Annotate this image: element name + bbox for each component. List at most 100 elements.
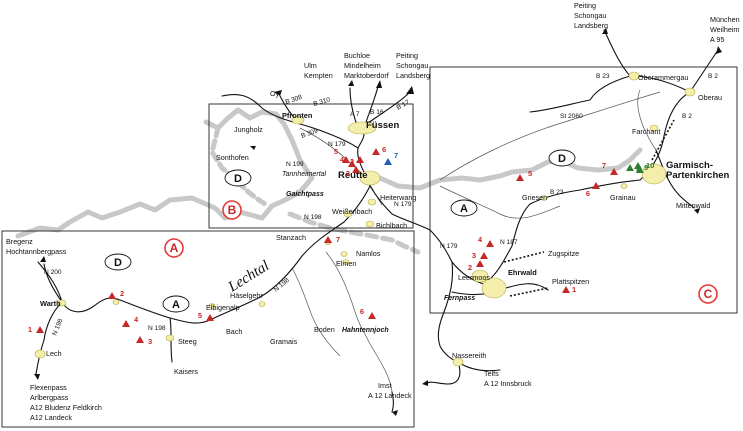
- road-n198-lechtal: N 198: [273, 277, 291, 294]
- town-oberau: Oberau: [698, 93, 722, 102]
- town-landeck: A 12 Landeck: [368, 391, 412, 400]
- town-elbigenalp: Elbigenalp: [206, 303, 240, 312]
- dest-flexenpass: Flexenpass: [30, 383, 67, 392]
- dest-landsberg-right: Landsberg: [574, 21, 608, 30]
- dest-bregenz: Bregenz: [6, 237, 33, 246]
- pass-hahntennjoch: Hahntennjoch: [342, 327, 389, 334]
- road-a7: A 7: [350, 111, 360, 118]
- peak-number-1: 1: [28, 325, 32, 334]
- town-imst: Imst: [378, 381, 392, 390]
- dest-mindelheim: Mindelheim: [344, 61, 381, 70]
- dest-telfs: Telfs: [484, 369, 499, 378]
- peak-triangle-4: [122, 320, 130, 327]
- country-a-east: A: [460, 203, 468, 215]
- peak-triangle-6: [372, 148, 380, 155]
- town-warth: Warth: [40, 299, 61, 308]
- dest-ulm: Ulm: [304, 61, 317, 70]
- region-boxes: [1, 66, 738, 428]
- peak-triangle-10: [636, 166, 644, 173]
- town-garmisch-2: Partenkirchen: [666, 170, 730, 181]
- road-n200: N 200: [44, 269, 62, 276]
- road-b16: B 16: [370, 109, 384, 116]
- town-fuessen: Füssen: [366, 120, 399, 131]
- peak-triangle-6: [368, 312, 376, 319]
- dest-a12-innsbruck: A 12 Innsbruck: [484, 379, 532, 388]
- road-n179-b: N 179: [394, 201, 412, 208]
- town-zugspitze: Zugspitze: [548, 249, 579, 258]
- peak-number-5: 5: [198, 311, 202, 320]
- country-d-middle: D: [234, 173, 242, 185]
- region-letter-b: B: [228, 203, 237, 217]
- town-pfronten: Pfronten: [282, 111, 313, 120]
- road-b2-b: B 2: [682, 113, 692, 120]
- arrows: [34, 28, 722, 416]
- peak-number-4: 4: [478, 235, 483, 244]
- destination-labels: Ulm Kempten Buchloe Mindelheim Marktober…: [6, 1, 740, 422]
- town-mittenwald: Mittenwald: [676, 201, 710, 210]
- markers-layer: 123456723456712345678910: [28, 145, 655, 346]
- dest-marktoberdorf: Marktoberdorf: [344, 71, 389, 80]
- peak-number-4: 4: [134, 315, 139, 324]
- peak-number-6: 6: [382, 145, 386, 154]
- peak-triangle-2: [476, 260, 484, 267]
- town-farchant: Farchant: [632, 127, 660, 136]
- town-namlos: Namlos: [356, 249, 381, 258]
- town-heiterwang: Heiterwang: [380, 193, 416, 202]
- town-lech: Lech: [46, 349, 62, 358]
- town-haeselgehr: Häselgehr: [230, 291, 263, 300]
- dest-peiting-right: Peiting: [574, 1, 596, 10]
- peak-triangle-3: [480, 252, 488, 259]
- town-griesen: Griesen: [522, 193, 547, 202]
- dest-landsberg-top: Landsberg: [396, 71, 430, 80]
- region-box-a: [1, 230, 415, 428]
- peak-triangle-4: [348, 160, 356, 167]
- peak-triangle-1: [36, 326, 44, 333]
- town-reutte: Reutte: [338, 170, 368, 181]
- dest-a12-bludenz: A12 Bludenz Feldkirch: [30, 403, 102, 412]
- dest-buchloe: Buchloe: [344, 51, 370, 60]
- town-ehrwald: Ehrwald: [508, 268, 537, 277]
- dest-a95: A 95: [710, 35, 724, 44]
- peak-triangle-3: [356, 156, 364, 163]
- peak-triangle-2: [108, 292, 116, 299]
- town-gramais: Gramais: [270, 337, 298, 346]
- valley-tannheimertal: Tannheimertal: [282, 171, 327, 178]
- peak-triangle-7: [324, 236, 332, 243]
- road-b310: B 310: [313, 96, 332, 108]
- region-letter-a: A: [170, 241, 179, 255]
- country-markers: D D D A A: [104, 149, 576, 313]
- dest-peiting-top: Peiting: [396, 51, 418, 60]
- peak-number-7: 7: [336, 235, 340, 244]
- town-bichlbach: Bichlbach: [376, 221, 407, 230]
- dest-weilheim: Weilheim: [710, 25, 739, 34]
- road-n179-top: N 179: [328, 141, 346, 148]
- town-lermoos: Leermoos: [458, 273, 490, 282]
- road-n198-lech: N 198: [51, 318, 64, 337]
- road-st2060: St 2060: [560, 113, 583, 120]
- peak-number-2: 2: [346, 169, 350, 178]
- town-nassereith: Nassereith: [452, 351, 486, 360]
- rivers: [291, 89, 661, 393]
- region-box-b: [208, 103, 414, 229]
- road-b2-a: B 2: [708, 73, 718, 80]
- peak-number-5: 5: [528, 169, 532, 178]
- peak-triangle-5: [206, 314, 214, 321]
- region-letter-c: C: [704, 287, 713, 301]
- peak-number-2: 2: [468, 263, 472, 272]
- dest-a12-landeck: A12 Landeck: [30, 413, 72, 422]
- road-b17: B 17: [396, 99, 412, 112]
- region-box-c: [429, 66, 738, 314]
- town-garmisch-1: Garmisch-: [666, 160, 713, 171]
- town-weissenbach: Weißenbach: [332, 207, 372, 216]
- town-bach: Bach: [226, 327, 242, 336]
- peak-number-6: 6: [586, 189, 590, 198]
- cable-cars: [503, 119, 675, 297]
- dest-kempten: Kempten: [304, 71, 333, 80]
- peak-number-4: 4: [340, 155, 345, 164]
- town-plattspitzen: Plattspitzen: [552, 277, 589, 286]
- peak-number-7: 7: [602, 161, 606, 170]
- town-jungholz: Jungholz: [234, 125, 263, 134]
- dest-arlbergpass: Arlbergpass: [30, 393, 69, 402]
